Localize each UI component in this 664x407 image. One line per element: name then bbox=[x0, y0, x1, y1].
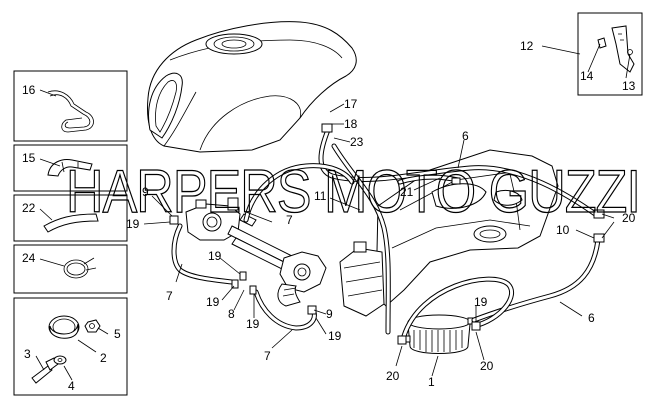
callout-3: 3 bbox=[24, 347, 31, 361]
leader-lines bbox=[35, 43, 631, 381]
callout-15: 15 bbox=[22, 151, 36, 165]
callout-12: 12 bbox=[520, 39, 534, 53]
callout-20-right: 20 bbox=[622, 211, 636, 225]
throttle-body-left bbox=[185, 197, 241, 241]
callout-6-right: 6 bbox=[588, 311, 595, 325]
callout-20-filter: 20 bbox=[480, 359, 494, 373]
inset-box-clamp-assembly bbox=[13, 297, 128, 396]
watermark-text: HARPERS MOTO GUZZI bbox=[66, 158, 640, 225]
callout-5: 5 bbox=[114, 327, 121, 341]
callout-9-right: 9 bbox=[326, 307, 333, 321]
callout-9-left: 9 bbox=[142, 185, 149, 199]
callout-1: 1 bbox=[428, 375, 435, 389]
inset-box-16 bbox=[13, 70, 128, 142]
callout-16: 16 bbox=[22, 83, 36, 97]
callout-14: 14 bbox=[580, 69, 594, 83]
callout-20-bottom: 20 bbox=[386, 369, 400, 383]
inset-box-24 bbox=[13, 244, 128, 294]
callout-10: 10 bbox=[556, 223, 570, 237]
callout-21: 21 bbox=[400, 185, 414, 199]
callout-22: 22 bbox=[22, 201, 36, 215]
callout-7-bottom: 7 bbox=[264, 349, 271, 363]
callout-23: 23 bbox=[350, 135, 364, 149]
callout-24: 24 bbox=[22, 251, 36, 265]
callout-18: 18 bbox=[344, 117, 358, 131]
callout-4: 4 bbox=[68, 379, 75, 393]
callout-19-right: 19 bbox=[328, 329, 342, 343]
fuel-tank bbox=[147, 21, 357, 153]
callout-11: 11 bbox=[314, 189, 327, 203]
inset-box-22 bbox=[13, 194, 128, 242]
callout-17: 17 bbox=[344, 97, 358, 111]
callout-19-lower: 19 bbox=[206, 295, 220, 309]
callout-2: 2 bbox=[100, 351, 107, 365]
callout-8: 8 bbox=[228, 307, 235, 321]
callout-19-bottom: 19 bbox=[246, 317, 260, 331]
inset-box-12 bbox=[577, 12, 643, 96]
fuel-hoses bbox=[171, 127, 601, 339]
callout-6-top: 6 bbox=[462, 129, 469, 143]
callout-19-left: 19 bbox=[126, 217, 140, 231]
callout-7-mid: 7 bbox=[286, 213, 293, 227]
throttle-body-right bbox=[277, 251, 327, 307]
callout-13: 13 bbox=[622, 79, 636, 93]
callout-19-mid: 19 bbox=[208, 249, 222, 263]
callouts: 12 14 13 17 18 23 6 21 11 20 10 6 9 19 7… bbox=[22, 39, 636, 393]
callout-7-left: 7 bbox=[166, 289, 173, 303]
callout-19-filter: 19 bbox=[474, 295, 488, 309]
